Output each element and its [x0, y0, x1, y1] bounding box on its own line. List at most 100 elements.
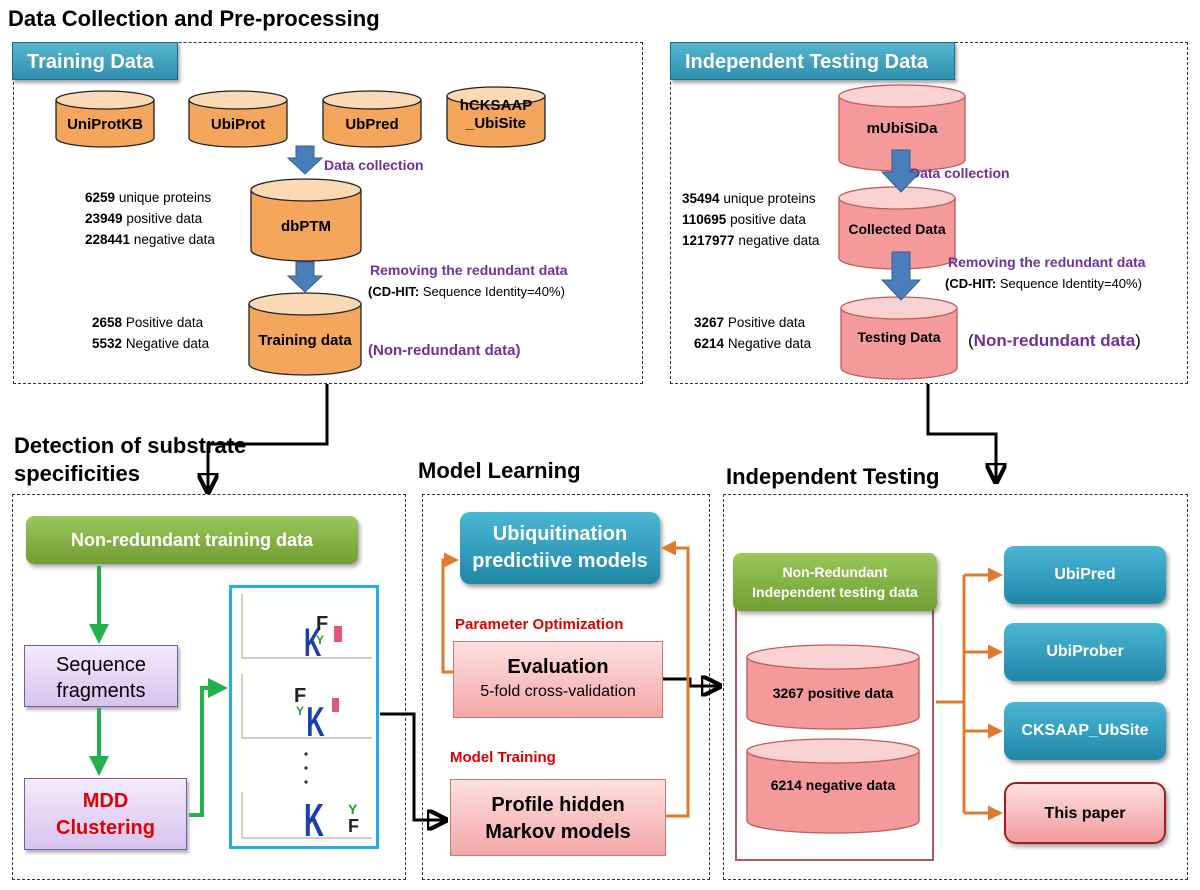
detection-panel	[12, 494, 406, 880]
independent-stats-1: 35494 unique proteins 110695 positive da…	[682, 188, 819, 251]
independent-cdhit-label: (CD-HIT: Sequence Identity=40%)	[945, 276, 1142, 291]
hcksaap-database: hCKSAAP _UbiSite	[446, 86, 546, 148]
evaluation-box: Evaluation 5-fold cross-validation	[453, 641, 663, 718]
sequence-logos-image: K F Y F Y K K Y F	[241, 594, 372, 847]
uniprotkb-database: UniProtKB	[55, 90, 155, 148]
svg-text:F: F	[316, 613, 328, 635]
profile-hmm-line2: Markov models	[485, 821, 631, 843]
collected-data-label: Collected Data	[848, 221, 946, 237]
database-cylinder-icon	[250, 178, 362, 262]
negative-data-label: 6214 negative data	[770, 777, 896, 793]
testing-data-database: Testing Data	[840, 296, 958, 380]
tool-cksaap-box: CKSAAP_UbSite	[1004, 702, 1166, 760]
database-cylinder-icon	[840, 296, 958, 380]
training-data-database: Training data	[248, 292, 362, 376]
training-data-label: Training data	[258, 332, 352, 349]
training-panel	[13, 42, 643, 384]
evaluation-subtitle: 5-fold cross-validation	[480, 683, 636, 700]
svg-text:Y: Y	[316, 633, 324, 647]
hcksaap-label-line2: _UbiSite	[465, 115, 526, 132]
nonredundant-independent-line2: Independent testing data	[752, 584, 918, 600]
nonredundant-training-data-box: Non-redundant training data	[26, 516, 358, 564]
stat-row: 35494 unique proteins	[682, 191, 816, 206]
ubpred-label: UbPred	[345, 116, 399, 133]
training-removing-label: Removing the redundant data	[370, 262, 568, 278]
model-training-label: Model Training	[450, 749, 556, 766]
database-cylinder-icon	[55, 90, 155, 148]
ubpred-database: UbPred	[322, 90, 422, 148]
training-nonredundant-label: (Non-redundant data)	[368, 342, 521, 359]
section-title-detection: Detection of substrate specificities	[14, 432, 246, 488]
mdd-clustering-box: MDD Clustering	[24, 778, 187, 850]
sequence-fragments-line1: Sequence	[55, 654, 147, 676]
profile-hmm-box: Profile hidden Markov models	[450, 779, 666, 856]
database-cylinder-icon	[838, 84, 966, 172]
training-cdhit-label: (CD-HIT: Sequence Identity=40%)	[368, 284, 565, 299]
nonredundant-independent-box: Non-Redundant Independent testing data	[733, 553, 937, 611]
mdd-clustering-line2: Clustering	[56, 817, 155, 839]
training-stats-1: 6259 unique proteins 23949 positive data…	[85, 187, 215, 250]
section-title-independent-testing: Independent Testing	[726, 464, 940, 489]
database-cylinder-icon	[446, 86, 546, 148]
training-data-tab: Training Data	[12, 42, 178, 80]
section-title-detection-line2: specificities	[14, 461, 140, 486]
stat-row: 6214 Negative data	[694, 336, 812, 351]
sequence-logos-panel: K F Y F Y K K Y F	[229, 585, 379, 849]
svg-text:K: K	[306, 700, 324, 746]
negative-data-database: 6214 negative data	[746, 738, 920, 834]
training-stats-2: 2658 Positive data 5532 Negative data	[92, 312, 209, 354]
hcksaap-label-line1: hCKSAAP	[459, 97, 533, 114]
stat-row: 1217977 negative data	[682, 233, 820, 248]
mubisida-label: mUbiSiDa	[866, 120, 938, 137]
dbptm-label: dbPTM	[281, 218, 331, 235]
section-title-data-collection: Data Collection and Pre-processing	[8, 6, 380, 31]
independent-stats-2: 3267 Positive data 6214 Negative data	[694, 312, 811, 354]
database-cylinder-icon	[188, 90, 288, 148]
evaluation-title: Evaluation	[507, 656, 609, 678]
profile-hmm-line1: Profile hidden	[491, 794, 625, 816]
parameter-optimization-label: Parameter Optimization	[455, 616, 624, 633]
tool-ubipred-box: UbiPred	[1004, 546, 1166, 604]
positive-data-label: 3267 positive data	[772, 685, 894, 701]
ubiquitination-models-line1: Ubiquitination	[492, 523, 628, 545]
independent-collection-label: Data collection	[910, 165, 1010, 181]
database-cylinder-icon	[248, 292, 362, 376]
collected-data-database: Collected Data	[838, 186, 956, 270]
uniprotkb-label: UniProtKB	[67, 116, 143, 133]
hcksaap-label: hCKSAAP _UbiSite	[446, 97, 546, 133]
ubiprot-database: UbiProt	[188, 90, 288, 148]
tool-ubiprober-box: UbiProber	[1004, 623, 1166, 681]
independent-removing-label: Removing the redundant data	[948, 254, 1146, 270]
stat-row: 228441 negative data	[85, 232, 215, 247]
independent-testing-panel	[723, 494, 1188, 880]
stat-row: 110695 positive data	[682, 212, 806, 227]
this-paper-box: This paper	[1004, 782, 1166, 844]
svg-text:F: F	[294, 685, 306, 707]
svg-text:K: K	[304, 620, 321, 665]
sequence-fragments-line2: fragments	[56, 680, 146, 702]
independent-nonredundant-label: (Non-redundant data)	[968, 331, 1141, 350]
section-title-detection-line1: Detection of substrate	[14, 433, 247, 458]
stat-row: 3267 Positive data	[694, 315, 806, 330]
nonredundant-independent-line1: Non-Redundant	[782, 564, 888, 580]
ubiprot-label: UbiProt	[210, 116, 266, 133]
section-title-model-learning: Model Learning	[418, 458, 581, 483]
positive-data-database: 3267 positive data	[746, 644, 920, 730]
mdd-clustering-line1: MDD	[82, 790, 129, 812]
stat-row: 2658 Positive data	[92, 315, 204, 330]
svg-text:Y: Y	[296, 704, 304, 718]
database-cylinder-icon	[322, 90, 422, 148]
stat-row: 23949 positive data	[85, 211, 203, 226]
stat-row: 5532 Negative data	[92, 336, 210, 351]
database-cylinder-icon	[746, 738, 920, 834]
svg-text:Y: Y	[348, 801, 358, 817]
svg-text:F: F	[348, 816, 359, 836]
testing-data-label: Testing Data	[857, 329, 941, 345]
database-cylinder-icon	[746, 644, 920, 730]
stat-row: 6259 unique proteins	[85, 190, 212, 205]
database-cylinder-icon	[838, 186, 956, 270]
ubiquitination-models-line2: predictiive models	[472, 550, 648, 572]
svg-text:K: K	[304, 796, 324, 846]
sequence-fragments-box: Sequence fragments	[24, 645, 178, 707]
ubiquitination-models-box: Ubiquitination predictiive models	[460, 512, 660, 584]
